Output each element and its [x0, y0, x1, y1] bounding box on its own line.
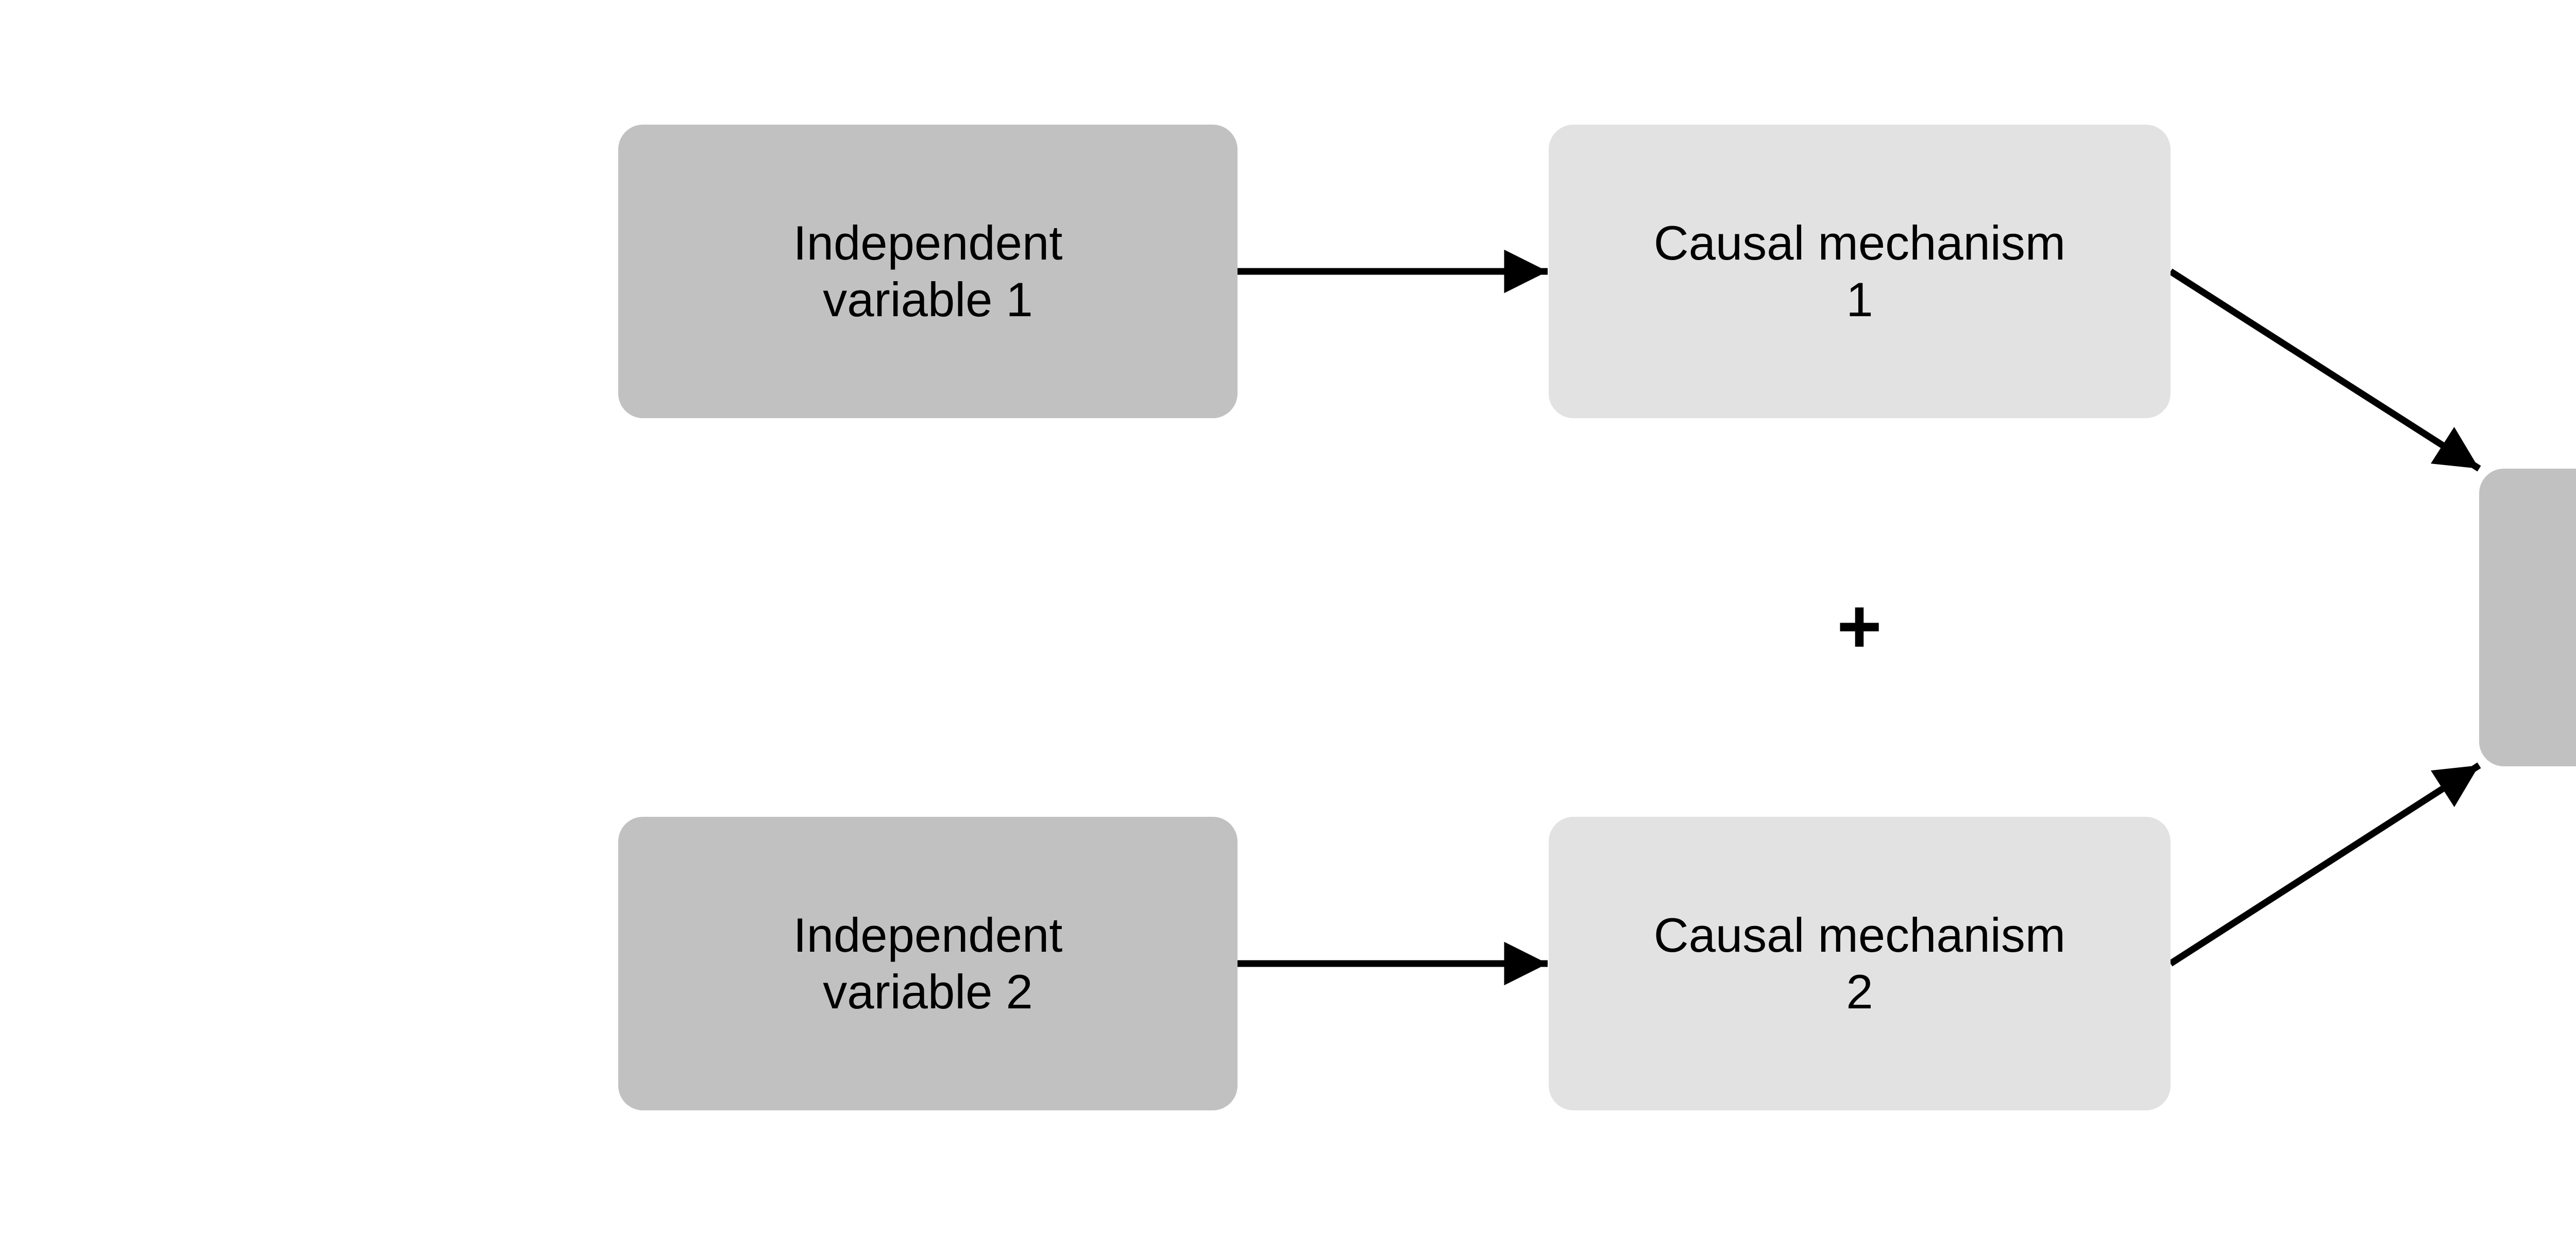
plus-operator: + [1837, 582, 1882, 670]
node-causal-mechanism-2-label: Causal mechanism 2 [1653, 908, 2066, 1019]
node-independent-variable-2: Independent variable 2 [618, 817, 1238, 1110]
node-independent-variable-1-label: Independent variable 1 [793, 216, 1063, 327]
node-dependent-variable: Dependent variable [2479, 469, 2576, 766]
node-independent-variable-2-label: Independent variable 2 [793, 908, 1063, 1019]
edge-cm1-to-dv [2168, 268, 2481, 472]
node-causal-mechanism-2: Causal mechanism 2 [1549, 817, 2171, 1110]
edge-cm2-to-dv [2168, 762, 2481, 967]
node-causal-mechanism-1: Causal mechanism 1 [1549, 125, 2171, 418]
node-causal-mechanism-1-label: Causal mechanism 1 [1653, 216, 2066, 327]
node-independent-variable-1: Independent variable 1 [618, 125, 1238, 418]
